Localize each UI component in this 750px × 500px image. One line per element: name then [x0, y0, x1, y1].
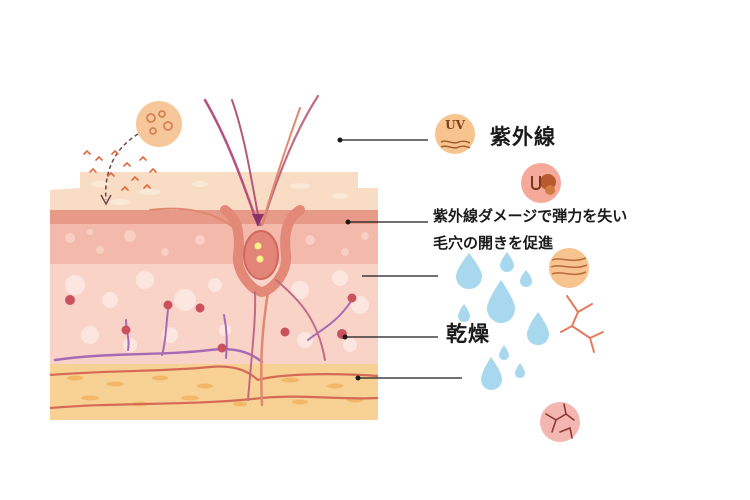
epidermis-texture — [91, 181, 348, 205]
dermis-upper-layer — [50, 224, 378, 264]
uv-damage-label-line1: 紫外線ダメージで弾力を失い — [433, 207, 628, 225]
water-drop-icon — [458, 304, 470, 322]
uv-damage-icon — [521, 163, 561, 203]
hair-arrow-icon — [252, 214, 264, 226]
particle-squiggles — [83, 149, 157, 191]
pointer-lines — [340, 139, 462, 379]
uv-badge-label: UV — [445, 118, 465, 132]
water-drop-icon — [500, 252, 514, 272]
water-drop-icon — [520, 270, 532, 287]
water-drop-icon — [527, 312, 549, 345]
sebaceous-gland — [243, 230, 279, 280]
cracked-skin-icon — [540, 402, 580, 442]
water-drop-icon — [499, 345, 509, 360]
water-drop-icon — [515, 363, 525, 378]
skin-layers — [50, 172, 378, 420]
water-drops — [456, 252, 549, 390]
uv-badge-icon — [435, 114, 475, 154]
hair-strands — [149, 94, 326, 407]
bacteria-icon — [136, 101, 182, 147]
uv-damage-label-line2: 毛穴の開きを促進 — [433, 234, 554, 252]
elasticity-loss-icon — [549, 248, 589, 288]
hair-main — [203, 98, 260, 227]
nerve-fibers — [53, 299, 353, 364]
fat-cells — [67, 375, 363, 407]
dashed-arrow-icon — [104, 133, 139, 201]
dermis-upper-bubbles — [65, 229, 369, 256]
water-drop-icon — [481, 357, 502, 390]
water-drop-icon — [487, 280, 515, 323]
dermis-dots — [65, 293, 357, 353]
water-drop-icon — [456, 253, 482, 289]
crack-icon — [560, 295, 604, 353]
hair-follicle — [220, 205, 305, 298]
dryness-label: 乾燥 — [446, 322, 490, 346]
uv-title-label: 紫外線 — [490, 125, 556, 149]
epidermis-layer — [50, 172, 378, 210]
